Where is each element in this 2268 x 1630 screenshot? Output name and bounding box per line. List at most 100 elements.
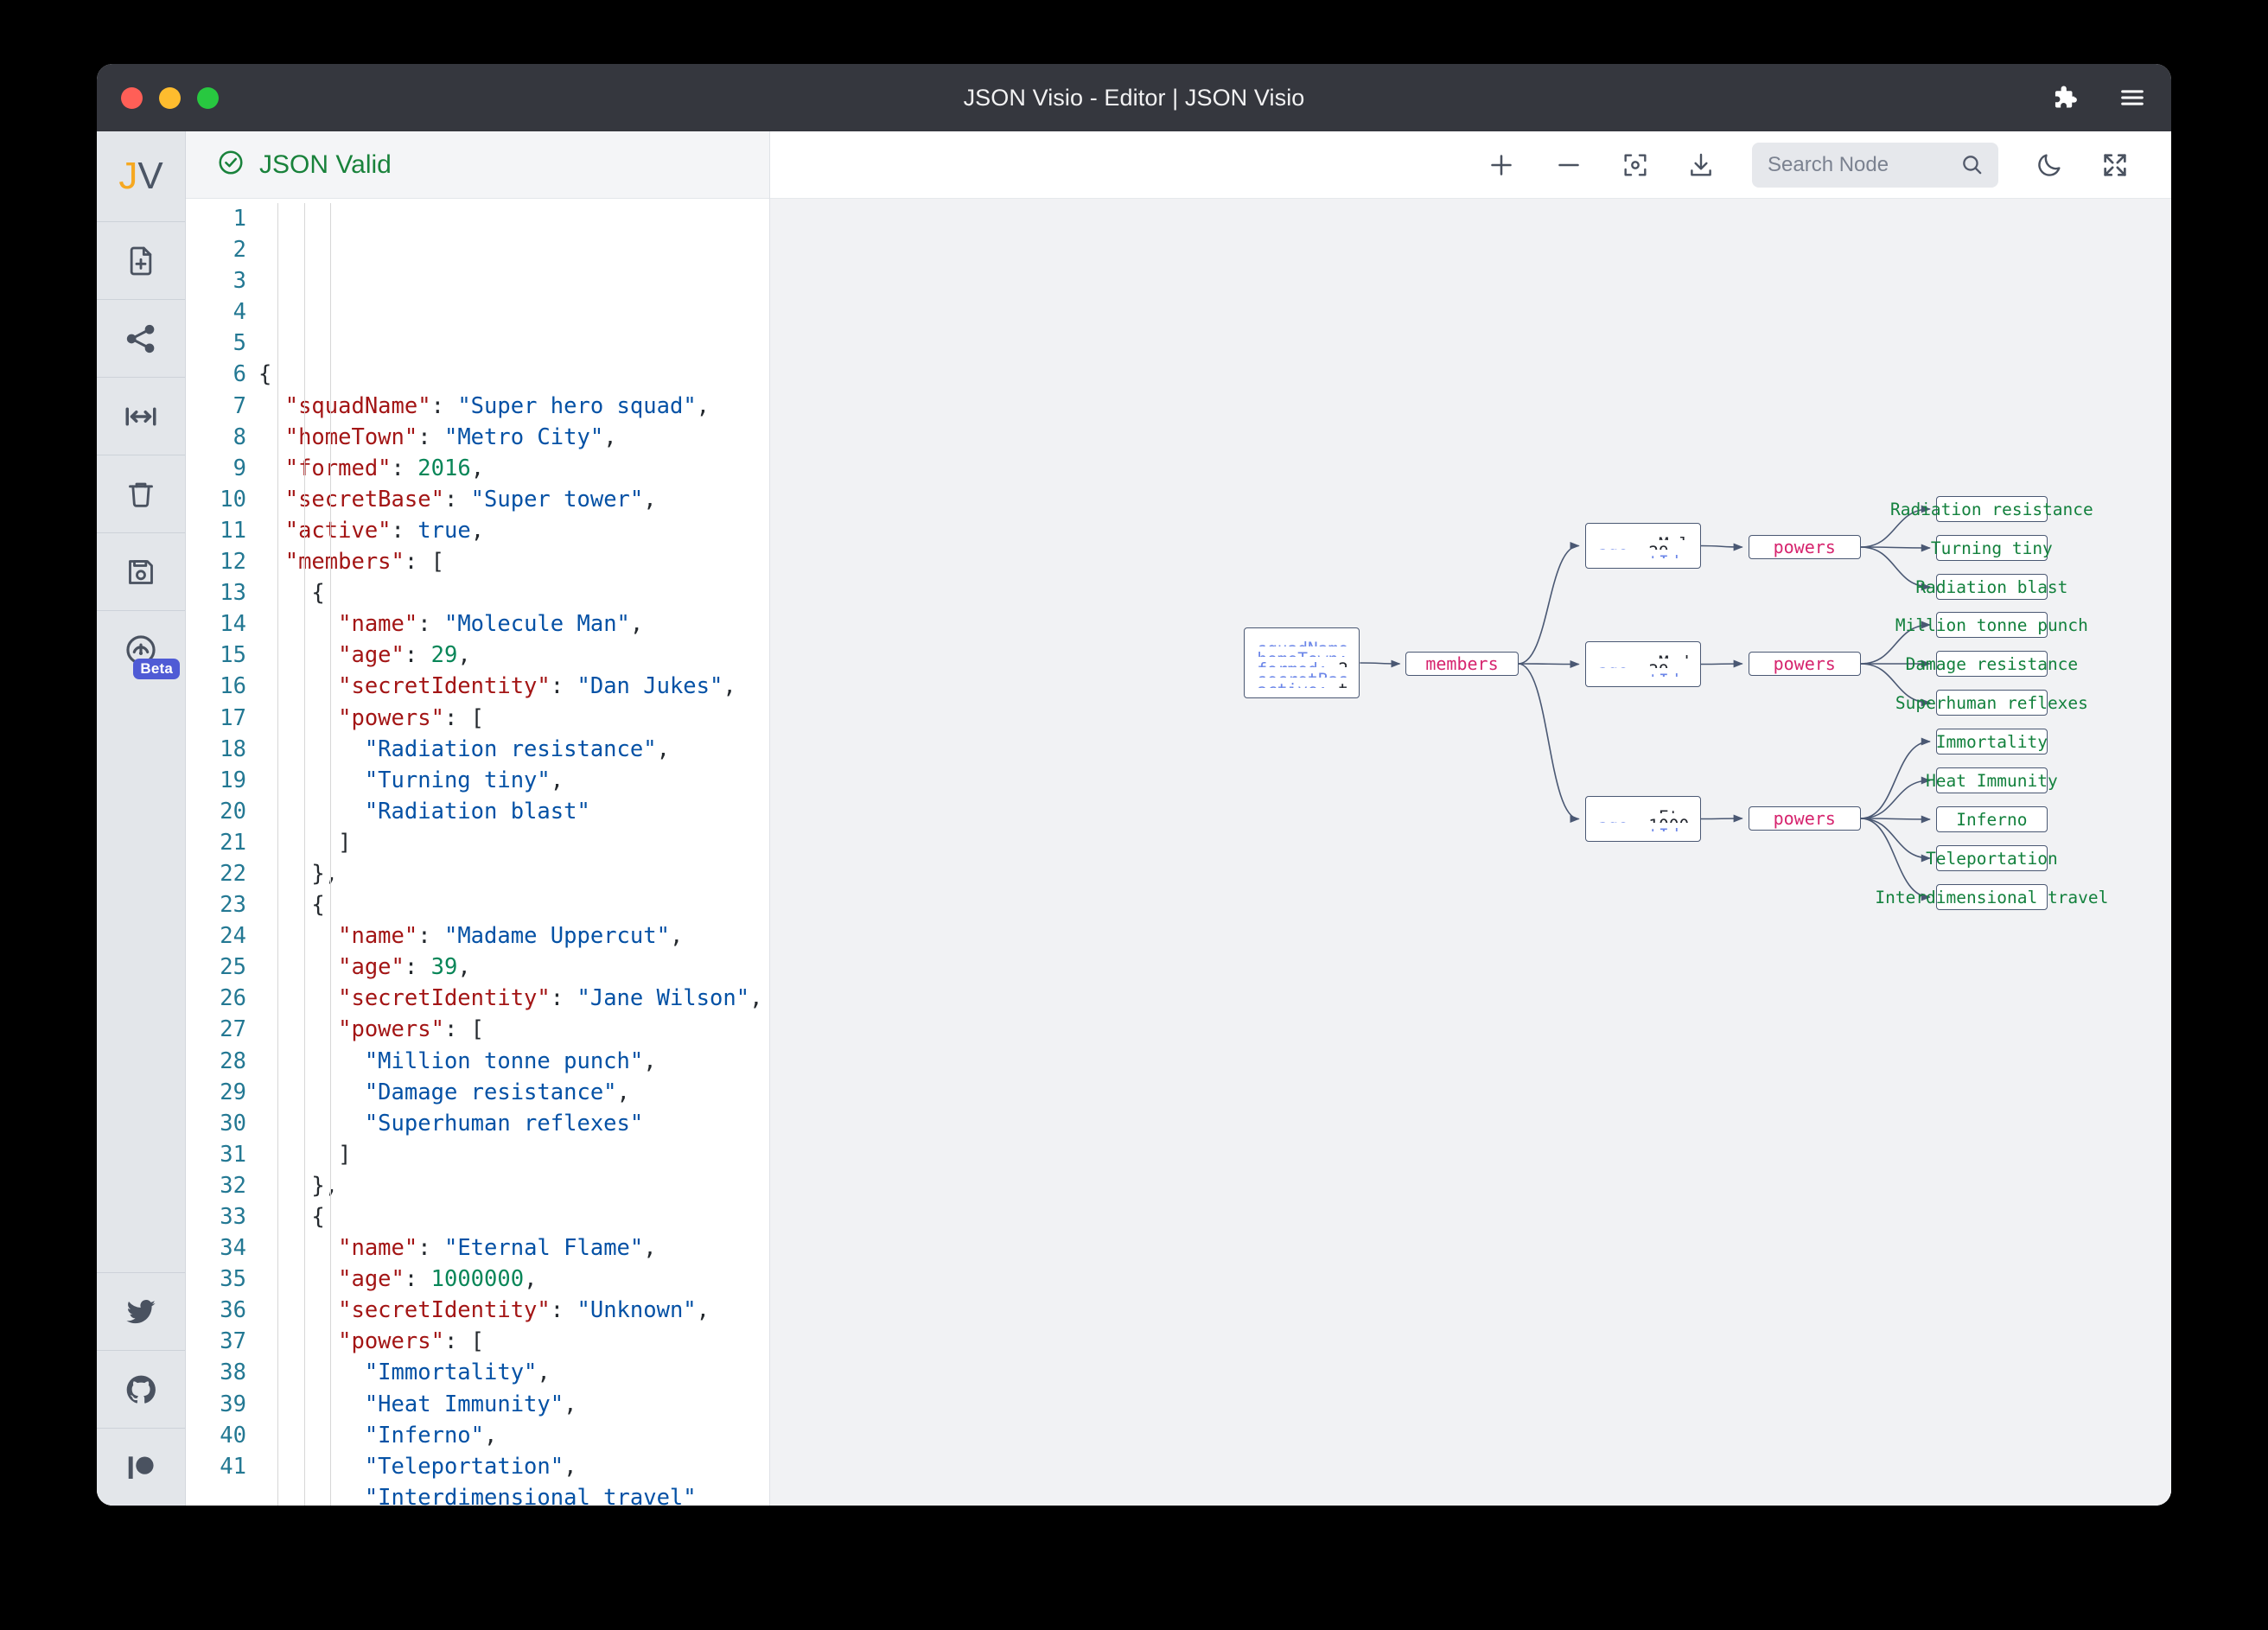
code-line[interactable]: ]	[258, 1141, 352, 1168]
code-line[interactable]: {	[258, 361, 272, 388]
code-line[interactable]: "powers": [	[338, 1016, 485, 1043]
code-line[interactable]: "powers": [	[338, 704, 485, 731]
graph-node-object[interactable]: name: Madame Uppercutage: 39secretIdenti…	[1584, 641, 1701, 687]
graph-canvas[interactable]: squadName: Super hero…homeTown: Metro Ci…	[770, 199, 2171, 1506]
code-line[interactable]: "secretIdentity": "Unknown",	[338, 1297, 710, 1324]
line-number: 35	[220, 1266, 246, 1293]
file-plus-icon	[124, 244, 158, 278]
search-input[interactable]	[1768, 152, 1951, 177]
maximize-button[interactable]	[197, 86, 219, 109]
code-line[interactable]: "age": 29,	[338, 642, 471, 669]
code-line[interactable]: {	[258, 892, 325, 919]
sidebar-item-twitter[interactable]	[97, 1272, 185, 1350]
graph-node-leaf[interactable]: Inferno	[1935, 806, 2048, 832]
code-line[interactable]: "members": [	[284, 549, 444, 576]
line-number: 28	[220, 1047, 246, 1074]
code-line[interactable]: ]	[258, 829, 352, 856]
code-line[interactable]: "Turning tiny",	[364, 767, 564, 793]
code-line[interactable]: "formed": 2016,	[284, 455, 485, 481]
graph-node-parent[interactable]: powers	[1748, 535, 1861, 559]
code-line[interactable]: "Immortality",	[364, 1359, 551, 1386]
puzzle-icon[interactable]	[2049, 83, 2079, 112]
code-line[interactable]: "powers": [	[338, 1328, 485, 1355]
sidebar-item-patreon[interactable]	[97, 1428, 185, 1506]
code-line[interactable]: "Radiation blast"	[364, 798, 590, 825]
code-line[interactable]: {	[258, 580, 325, 607]
sidebar-item-cloud-beta[interactable]: Beta	[97, 610, 185, 688]
sidebar-item-github[interactable]	[97, 1350, 185, 1428]
code-line[interactable]: {	[258, 1204, 325, 1230]
code-line[interactable]: "secretBase": "Super tower",	[284, 486, 657, 513]
graph-node-parent[interactable]: members	[1405, 652, 1519, 676]
code-line[interactable]: "age": 1000000,	[338, 1266, 538, 1293]
graph-node-leaf[interactable]: Superhuman reflexes	[1895, 690, 2088, 716]
line-number: 10	[220, 486, 246, 513]
code-line[interactable]: "name": "Madame Uppercut",	[338, 923, 684, 950]
line-number: 8	[233, 423, 246, 450]
code-line[interactable]: "Inferno",	[364, 1422, 498, 1449]
graph-edge	[1860, 546, 1931, 591]
zoom-out-icon[interactable]	[1553, 150, 1584, 181]
code-line[interactable]: },	[258, 860, 339, 887]
code-line[interactable]: "Teleportation",	[364, 1453, 577, 1480]
center-focus-icon[interactable]	[1621, 150, 1650, 180]
code-line[interactable]: "Million tonne punch",	[364, 1047, 657, 1074]
sidebar-item-rotate-layout[interactable]	[97, 377, 185, 455]
code-line[interactable]: "active": true,	[284, 517, 485, 544]
code-line[interactable]: "name": "Molecule Man",	[338, 611, 644, 638]
search-icon[interactable]	[1959, 152, 1984, 177]
graph-node-object[interactable]: name: Eternal Flameage: 1000000secretIde…	[1584, 796, 1701, 842]
graph-node-parent[interactable]: powers	[1748, 806, 1861, 831]
code-line[interactable]: "name": "Eternal Flame",	[338, 1235, 657, 1262]
graph-node-leaf[interactable]: Damage resistance	[1906, 651, 2078, 677]
node-property: secretIdentity: Jane …	[1598, 670, 1688, 677]
share-nodes-icon	[124, 322, 158, 356]
graph-edges	[1360, 505, 1931, 901]
code-line[interactable]: },	[258, 1172, 339, 1199]
code-line[interactable]: "Radiation resistance",	[364, 735, 670, 762]
minimize-button[interactable]	[159, 86, 181, 109]
sidebar-item-clear[interactable]	[97, 455, 185, 532]
close-button[interactable]	[121, 86, 143, 109]
graph-edge	[1518, 663, 1580, 823]
sidebar-item-share-graph[interactable]	[97, 299, 185, 377]
line-number: 13	[220, 580, 246, 607]
line-number: 7	[233, 392, 246, 419]
graph-node-leaf[interactable]: Radiation resistance	[1890, 496, 2093, 522]
moon-icon[interactable]	[2035, 150, 2064, 180]
code-content[interactable]: { "squadName": "Super hero squad", "home…	[258, 203, 769, 1506]
graph-node-leaf[interactable]: Radiation blast	[1915, 574, 2067, 600]
code-line[interactable]: "Superhuman reflexes"	[364, 1110, 644, 1137]
code-line[interactable]: "secretIdentity": "Jane Wilson",	[338, 985, 763, 1012]
graph-node-leaf[interactable]: Heat Immunity	[1926, 767, 2058, 793]
code-line[interactable]: "secretIdentity": "Dan Jukes",	[338, 673, 736, 700]
download-icon[interactable]	[1686, 150, 1716, 180]
code-line[interactable]: "age": 39,	[338, 954, 471, 981]
graph-node-leaf[interactable]: Interdimensional travel	[1875, 884, 2108, 910]
code-line[interactable]: "squadName": "Super hero squad",	[284, 392, 710, 419]
sidebar-item-save[interactable]	[97, 532, 185, 610]
search-node-box[interactable]	[1752, 142, 1998, 188]
node-property: name: Molecule Man	[1598, 533, 1688, 540]
code-line[interactable]: "homeTown": "Metro City",	[284, 423, 617, 450]
code-line[interactable]: "Interdimensional travel"	[364, 1484, 697, 1506]
graph-node-leaf[interactable]: Million tonne punch	[1895, 612, 2088, 638]
graph-edge	[1860, 737, 1931, 819]
sidebar-item-new-file[interactable]	[97, 221, 185, 299]
graph-node-leaf[interactable]: Immortality	[1936, 729, 2048, 755]
graph-node-leaf[interactable]: Teleportation	[1926, 845, 2058, 871]
graph-node-object[interactable]: squadName: Super hero…homeTown: Metro Ci…	[1244, 627, 1360, 698]
line-number: 36	[220, 1297, 246, 1324]
line-number: 26	[220, 985, 246, 1012]
beta-badge: Beta	[133, 659, 180, 679]
hamburger-menu-icon[interactable]	[2118, 83, 2147, 112]
code-line[interactable]: "Heat Immunity",	[364, 1391, 577, 1417]
graph-node-parent[interactable]: powers	[1748, 652, 1861, 676]
graph-node-leaf[interactable]: Turning tiny	[1931, 535, 2053, 561]
code-line[interactable]: "Damage resistance",	[364, 1079, 630, 1105]
zoom-in-icon[interactable]	[1486, 150, 1517, 181]
fullscreen-icon[interactable]	[2100, 150, 2130, 180]
graph-node-object[interactable]: name: Molecule Manage: 29secretIdentity:…	[1584, 523, 1701, 569]
